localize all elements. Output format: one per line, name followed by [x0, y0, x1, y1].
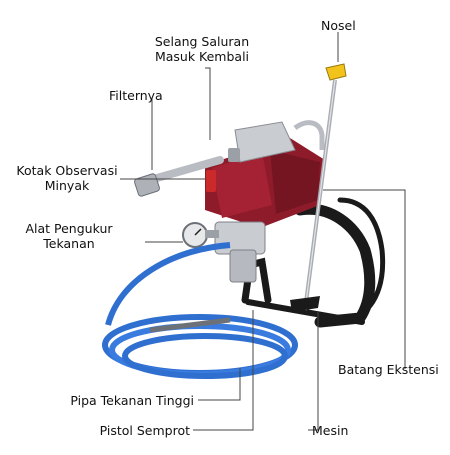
- label-return-hose: Selang Saluran Masuk Kembali: [146, 34, 258, 64]
- leader-motor: [308, 312, 319, 431]
- leader-high-pressure-hose: [198, 368, 241, 401]
- leader-lines: [120, 32, 406, 431]
- leader-return-hose: [205, 67, 211, 140]
- label-oil-window: Kotak Observasi Minyak: [14, 163, 120, 193]
- extension-rod: [290, 63, 347, 312]
- label-oil-window-line2: Minyak: [44, 178, 90, 193]
- label-spray-gun: Pistol Semprot: [99, 423, 190, 438]
- label-nozzle: Nosel: [321, 18, 356, 33]
- label-filter: Filternya: [109, 88, 163, 103]
- leader-extension-rod: [323, 189, 406, 369]
- label-return-hose-line1: Selang Saluran: [154, 34, 250, 49]
- label-high-pressure-hose: Pipa Tekanan Tinggi: [70, 393, 194, 408]
- label-extension-rod: Batang Ekstensi: [338, 362, 439, 377]
- label-gauge-line1: Alat Pengukur: [25, 221, 113, 236]
- trolley-frame: [241, 197, 386, 328]
- label-gauge: Alat Pengukur Tekanan: [22, 221, 116, 251]
- motor-body: [205, 121, 325, 228]
- label-oil-window-line1: Kotak Observasi: [16, 163, 118, 178]
- hose-coil: [102, 242, 298, 379]
- label-motor: Mesin: [312, 423, 349, 438]
- leader-spray-gun: [193, 310, 254, 431]
- label-gauge-line2: Tekanan: [43, 236, 95, 251]
- label-return-hose-line2: Masuk Kembali: [154, 49, 250, 64]
